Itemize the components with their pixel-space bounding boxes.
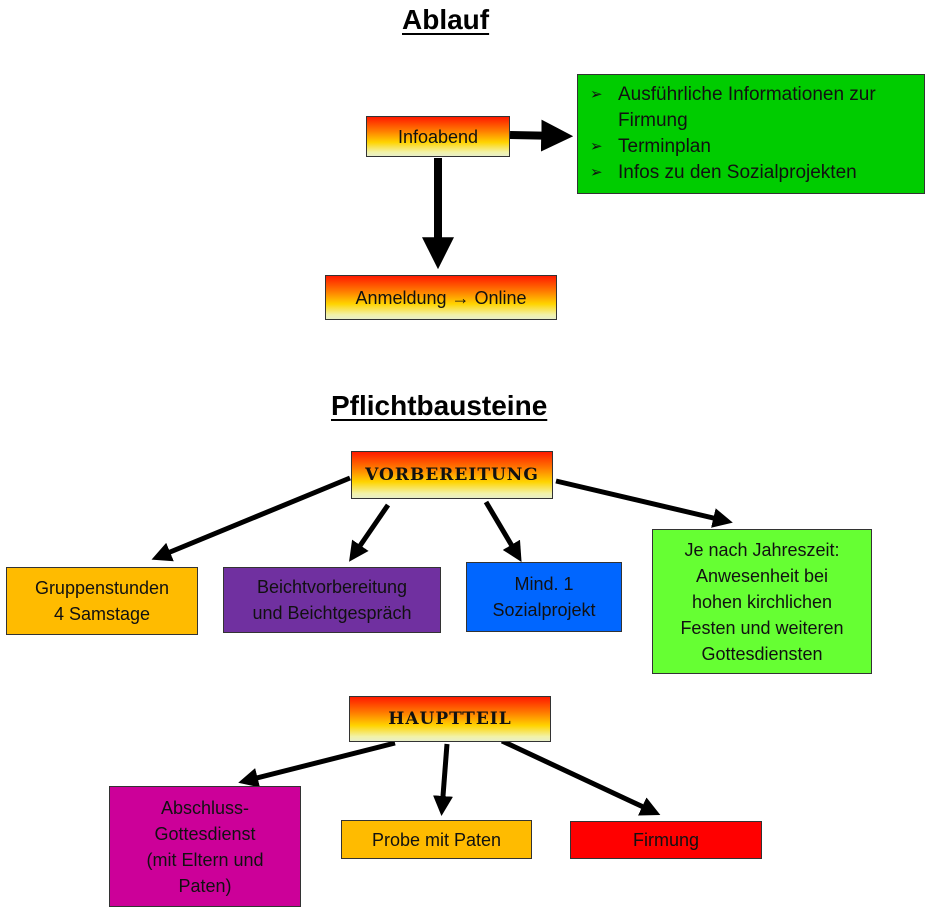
arrow-vorbereitung-to-jahreszeit xyxy=(555,478,733,528)
heading-pflichtbausteine: Pflichtbausteine xyxy=(331,390,548,421)
arrow-bullet-icon: ➢ xyxy=(590,86,603,103)
info-item-text: Ausführliche Informationen zur Firmung xyxy=(618,84,876,131)
probe-text: Probe mit Paten xyxy=(371,829,502,850)
box-firmung: Firmung xyxy=(570,821,762,859)
arrow-infoabend-to-info xyxy=(509,119,574,152)
abschluss-text: Abschluss- Gottesdienst (mit Eltern und … xyxy=(146,797,264,896)
hauptteil-label: Hauptteil xyxy=(388,709,512,729)
gruppenstunden-text: Gruppenstunden 4 Samstage xyxy=(34,578,170,624)
beicht-text: Beichtvorbereitung und Beichtgespräch xyxy=(252,577,412,623)
sozialprojekt-text: Mind. 1 Sozialprojekt xyxy=(492,574,596,620)
jahreszeit-text: Je nach Jahreszeit: Anwesenheit bei hohe… xyxy=(680,539,844,664)
box-infoabend: Infoabend xyxy=(366,116,510,157)
arrow-bullet-icon: ➢ xyxy=(590,164,603,181)
arrow-vorbereitung-to-beicht xyxy=(349,503,391,562)
anmeldung-label: Anmeldung → Online xyxy=(355,287,527,308)
box-gruppenstunden: Gruppenstunden 4 Samstage xyxy=(6,567,198,635)
heading-ablauf: Ablauf xyxy=(402,4,490,35)
arrow-hauptteil-to-probe xyxy=(433,743,453,816)
info-list-box: ➢Ausführliche Informationen zur Firmung … xyxy=(577,74,925,194)
box-hauptteil: Hauptteil xyxy=(349,696,551,742)
arrow-vorbereitung-to-gruppenstunden xyxy=(151,475,351,562)
box-sozialprojekt: Mind. 1 Sozialprojekt xyxy=(466,562,622,632)
arrow-hauptteil-to-firmung xyxy=(500,738,661,816)
box-anmeldung: Anmeldung → Online xyxy=(325,275,557,320)
box-jahreszeit: Je nach Jahreszeit: Anwesenheit bei hohe… xyxy=(652,529,872,674)
infoabend-label: Infoabend xyxy=(397,126,479,147)
info-item-text: Infos zu den Sozialprojekten xyxy=(618,162,857,183)
firmung-text: Firmung xyxy=(632,830,699,850)
info-item: ➢ Infos zu den Sozialprojekten xyxy=(588,160,914,186)
info-item-text: Terminplan xyxy=(618,136,711,157)
info-list: ➢Ausführliche Informationen zur Firmung … xyxy=(588,82,914,186)
arrow-vorbereitung-to-sozialprojekt xyxy=(483,500,522,563)
box-abschluss: Abschluss- Gottesdienst (mit Eltern und … xyxy=(109,786,301,907)
info-item: ➢ Ausführliche Informationen zur Firmung xyxy=(588,82,914,134)
arrow-bullet-icon: ➢ xyxy=(590,138,603,155)
vorbereitung-label: Vorbereitung xyxy=(365,465,539,485)
box-probe: Probe mit Paten xyxy=(341,820,532,859)
info-item: ➢ Terminplan xyxy=(588,134,914,160)
box-beicht: Beichtvorbereitung und Beichtgespräch xyxy=(223,567,441,633)
arrow-hauptteil-to-abschluss xyxy=(238,740,396,788)
box-vorbereitung: Vorbereitung xyxy=(351,451,553,499)
